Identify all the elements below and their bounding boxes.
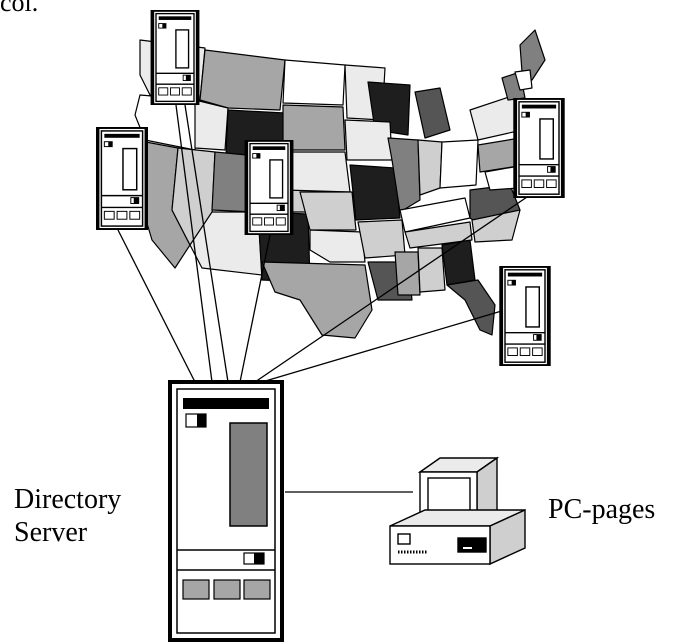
directory-server-label: Directory Server [14, 483, 121, 549]
state-region [282, 59, 346, 106]
remote-server-pacific [97, 127, 146, 230]
connection-lines [117, 104, 531, 493]
state-region [519, 29, 546, 81]
state-region [439, 139, 479, 189]
state-region [282, 104, 346, 151]
pc-computer-icon [389, 456, 526, 566]
state-region [261, 261, 373, 339]
state-region [199, 49, 286, 111]
caption-fragment: col. [0, 0, 39, 17]
link-line [239, 234, 271, 383]
state-region [446, 279, 496, 336]
link-line [254, 194, 531, 383]
state-region [417, 247, 446, 293]
link-line [175, 104, 213, 383]
remote-server-central [246, 140, 291, 235]
link-line [261, 309, 506, 383]
state-region [299, 191, 357, 231]
state-region [441, 239, 476, 286]
state-region [514, 69, 533, 91]
state-region [394, 251, 421, 296]
link-line [117, 229, 196, 383]
remote-server-northwest [150, 10, 200, 105]
state-region [414, 87, 451, 139]
link-line [184, 104, 229, 383]
remote-server-southeast [501, 266, 549, 366]
state-region [349, 164, 401, 221]
directory-server-icon [168, 380, 284, 642]
directory-label-line2: Server [14, 517, 88, 549]
state-region [417, 139, 443, 196]
pc-pages-label: PC-pages [548, 494, 656, 525]
state-region [344, 119, 393, 161]
state-region [309, 229, 366, 263]
state-region [194, 99, 229, 151]
remote-server-northeast [515, 98, 563, 198]
directory-label-line1: Directory [14, 484, 122, 515]
state-region [387, 137, 421, 213]
state-region [404, 221, 473, 249]
